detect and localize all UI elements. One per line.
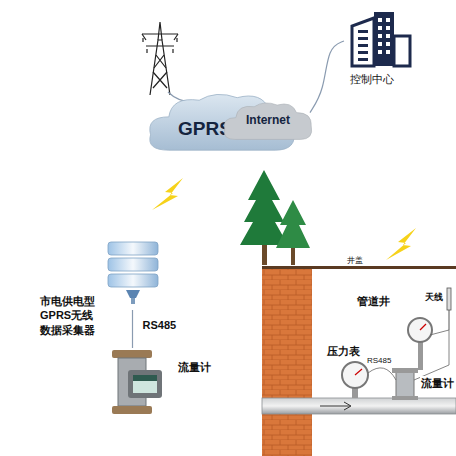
lightning-bolt (152, 178, 183, 210)
node-label: 流量计 (178, 360, 211, 374)
building-icon-outline (344, 8, 414, 68)
part-label: 压力表 (326, 344, 361, 359)
part-label: 井盖 (346, 255, 364, 266)
flowmeter-shape (112, 350, 162, 414)
node-label: 市电供电型 GPRS无线 数据采集器 (40, 294, 102, 337)
building-icon: 控制中心 (344, 8, 414, 68)
connector (310, 41, 344, 113)
pressure-gauge (342, 362, 368, 398)
cloud-shape (150, 94, 294, 150)
part-label: 天线 (424, 291, 444, 304)
tree (240, 170, 310, 265)
node-label: GPRS (178, 117, 232, 142)
data-collector-outline (104, 240, 162, 310)
part-label: 管道井 (356, 294, 391, 309)
lightning-bolt (386, 228, 416, 260)
ground-line (262, 266, 456, 269)
connector (132, 310, 133, 348)
node-label: Internet (246, 113, 290, 129)
cloud: Internet (222, 100, 314, 142)
building-shape (352, 12, 410, 66)
pipe (262, 398, 456, 414)
edge-label: RS485 (143, 319, 177, 331)
node-label: 控制中心 (350, 72, 394, 86)
collector-shape (108, 242, 158, 304)
brick-wall (262, 269, 312, 456)
flow-meter: 流量计 (88, 348, 176, 420)
wire (368, 330, 449, 380)
flow-arrow (320, 402, 351, 410)
cloud-shape (224, 103, 311, 140)
antenna (447, 288, 451, 330)
part-label: 流量计 (420, 376, 455, 391)
flow-meter (392, 368, 418, 400)
pressure-gauge (408, 318, 432, 370)
power-tower (142, 22, 178, 95)
part-label: RS485 (366, 356, 392, 365)
flow-meter-outline (88, 348, 176, 420)
data-collector: 市电供电型 GPRS无线 数据采集器 (104, 240, 162, 310)
